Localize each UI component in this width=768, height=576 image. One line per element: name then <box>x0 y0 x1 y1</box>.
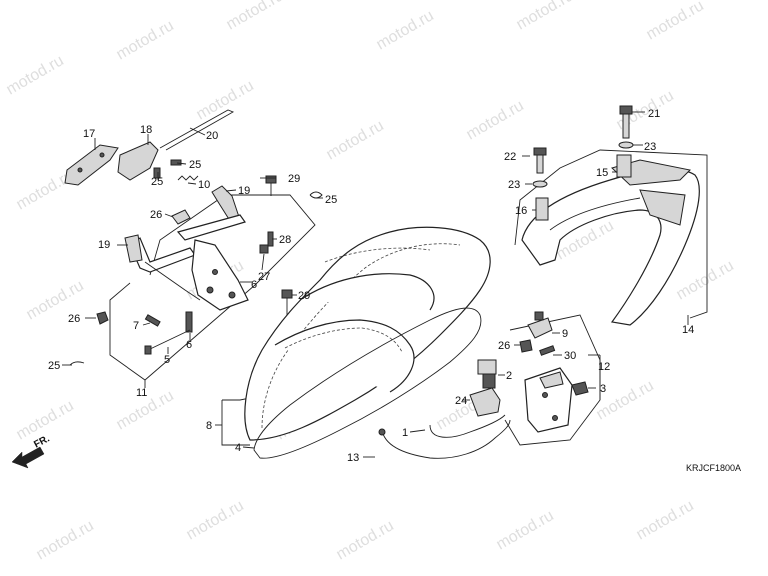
callout-23: 23 <box>644 141 656 153</box>
callout-25: 25 <box>325 194 337 206</box>
lock-plate <box>524 367 573 433</box>
watermark: motod.ru <box>644 0 707 43</box>
callout-3: 3 <box>600 383 606 395</box>
callout-8: 8 <box>206 420 212 432</box>
clip-25-left <box>69 361 85 366</box>
watermark: motod.ru <box>494 507 557 553</box>
callout-19: 19 <box>238 185 250 197</box>
switch-2 <box>477 359 497 375</box>
rear-carrier <box>521 159 700 326</box>
hinge-frame <box>129 214 249 311</box>
bolt-6 <box>185 311 193 333</box>
bracket-18 <box>117 141 159 181</box>
screw-25a <box>170 159 182 166</box>
callout-26: 26 <box>150 209 162 221</box>
stay-rod <box>159 109 235 151</box>
watermark: motod.ru <box>464 97 527 143</box>
callout-1: 1 <box>402 427 408 439</box>
collar-16 <box>535 197 549 221</box>
watermark: motod.ru <box>184 497 247 543</box>
seat-hinge-cover <box>64 144 119 186</box>
callout-24: 24 <box>455 395 467 407</box>
callout-26: 26 <box>498 340 510 352</box>
callout-6: 6 <box>251 279 257 291</box>
bolt-22 <box>533 147 547 174</box>
callout-18: 18 <box>140 124 152 136</box>
callout-23: 23 <box>508 179 520 191</box>
seat-gasket <box>253 307 482 459</box>
nut-26-upper <box>171 209 191 225</box>
pin-30 <box>539 345 556 356</box>
callout-2: 2 <box>506 370 512 382</box>
callout-16: 16 <box>515 205 527 217</box>
callout-29: 29 <box>298 290 310 302</box>
nut-26-left <box>96 311 109 325</box>
diagram-code: KRJCF1800A <box>686 463 741 473</box>
group-outline-hinge <box>109 194 316 381</box>
seat-lock-actuator <box>469 371 501 417</box>
leader-lines <box>62 111 689 458</box>
callout-11: 11 <box>136 387 147 399</box>
watermark: motod.ru <box>334 517 397 563</box>
bolt-5 <box>144 329 191 355</box>
group-outline-rack <box>514 149 708 319</box>
collar-15 <box>616 154 632 178</box>
callout-10: 10 <box>198 179 210 191</box>
watermark: motod.ru <box>224 0 287 33</box>
callout-6: 6 <box>186 339 192 351</box>
seat-lock-cable <box>378 419 511 459</box>
bracket-9 <box>527 311 553 339</box>
watermark: motod.ru <box>514 0 577 33</box>
callout-9: 9 <box>562 328 568 340</box>
callout-15: 15 <box>596 167 608 179</box>
callout-30: 30 <box>564 350 576 362</box>
callout-27: 27 <box>258 271 270 283</box>
pin-7 <box>144 314 161 327</box>
callout-13: 13 <box>347 452 359 464</box>
callout-28: 28 <box>279 234 291 246</box>
washer-27 <box>259 244 269 254</box>
callout-25: 25 <box>189 159 201 171</box>
callout-4: 4 <box>235 442 241 454</box>
spring-10 <box>177 175 199 181</box>
watermark: motod.ru <box>4 52 67 98</box>
callout-20: 20 <box>206 130 218 142</box>
callout-12: 12 <box>598 361 610 373</box>
callout-19: 19 <box>98 239 110 251</box>
watermark: motod.ru <box>114 17 177 63</box>
cable-1 <box>429 414 506 438</box>
watermark: motod.ru <box>324 117 387 163</box>
callout-26: 26 <box>68 313 80 325</box>
watermark: motod.ru <box>374 7 437 53</box>
callout-7: 7 <box>133 320 139 332</box>
watermark: motod.ru <box>34 517 97 563</box>
front-direction-label: FR. <box>32 433 52 450</box>
callout-17: 17 <box>83 128 95 140</box>
watermark: motod.ru <box>634 497 697 543</box>
screw-25b <box>153 167 161 179</box>
hinge-bracket-left <box>124 234 143 263</box>
nut-26-right <box>519 339 533 353</box>
callout-5: 5 <box>164 354 170 366</box>
washer-23-right <box>618 141 634 149</box>
callout-25: 25 <box>48 360 60 372</box>
front-direction-arrow: FR. <box>11 433 52 469</box>
callout-29: 29 <box>288 173 300 185</box>
callout-21: 21 <box>648 108 660 120</box>
callout-25: 25 <box>151 176 163 188</box>
clip-25-right <box>309 191 323 199</box>
grommet-3 <box>571 381 589 396</box>
washer-23-left <box>532 180 548 188</box>
seat <box>244 226 491 441</box>
watermark: motod.ru <box>674 257 737 303</box>
callout-14: 14 <box>682 324 694 336</box>
bolt-21 <box>619 105 633 139</box>
callout-22: 22 <box>504 151 516 163</box>
bolt-29-top <box>265 175 277 196</box>
callout-labels: 17 18 20 25 25 10 19 29 25 26 19 28 27 6… <box>48 108 694 464</box>
